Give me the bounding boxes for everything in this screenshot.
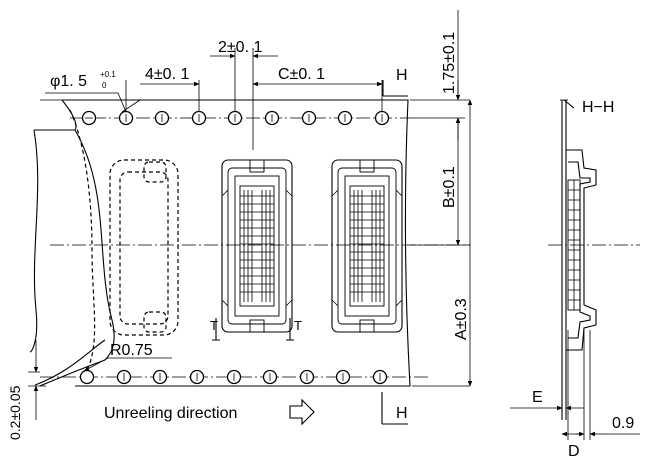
unreeling-direction: Unreeling direction: [104, 398, 315, 426]
pocket-connector-2: [331, 159, 403, 333]
right-dimensions: 1.75±0.1 B±0.1 A±0.3: [400, 10, 473, 387]
dim-a-label: A±0.3: [453, 298, 470, 340]
section-mark-bottom: H: [396, 405, 408, 422]
dim-4-label: 4±0. 1: [145, 66, 189, 83]
section-title: H−H: [582, 99, 614, 116]
dim-hole-tol-upper: +0.1: [100, 70, 116, 79]
top-dimensions: 4±0. 1 2±0. 1 C±0. 1 φ1. 5 +0.1 0 H: [40, 39, 408, 150]
t-marks: T T: [210, 318, 302, 341]
pocket-hidden: [109, 159, 179, 336]
dim-0-9-label: 0.9: [612, 415, 634, 432]
dim-b-label: B±0.1: [441, 166, 458, 208]
t-mark-left: T: [210, 318, 218, 333]
dim-hole-tol-lower: 0: [102, 81, 107, 90]
dim-r-label: R0.75: [110, 342, 153, 359]
dim-2-label: 2±0. 1: [218, 39, 262, 56]
section-mark-top: H: [396, 67, 408, 84]
sprocket-holes-top: [81, 110, 390, 126]
sprocket-holes-bottom: [79, 369, 388, 385]
unreeling-label: Unreeling direction: [104, 405, 237, 422]
pocket-connector-1: [221, 159, 293, 333]
carrier-tape: [29, 99, 470, 387]
t-mark-right: T: [294, 318, 302, 333]
unreeling-arrow-icon: [289, 398, 315, 426]
dim-hole-label: φ1. 5: [50, 73, 87, 90]
dim-1-75-label: 1.75±0.1: [441, 32, 458, 94]
section-h-h-view: H−H E D 0.9: [510, 99, 640, 460]
dim-c-label: C±0. 1: [278, 66, 325, 83]
dim-0-2-label: 0.2±0.05: [7, 385, 23, 440]
dim-d-label: D: [568, 443, 580, 460]
dim-e-label: E: [532, 389, 543, 406]
bottom-dimensions: R0.75 0.2±0.05 H: [7, 340, 408, 440]
